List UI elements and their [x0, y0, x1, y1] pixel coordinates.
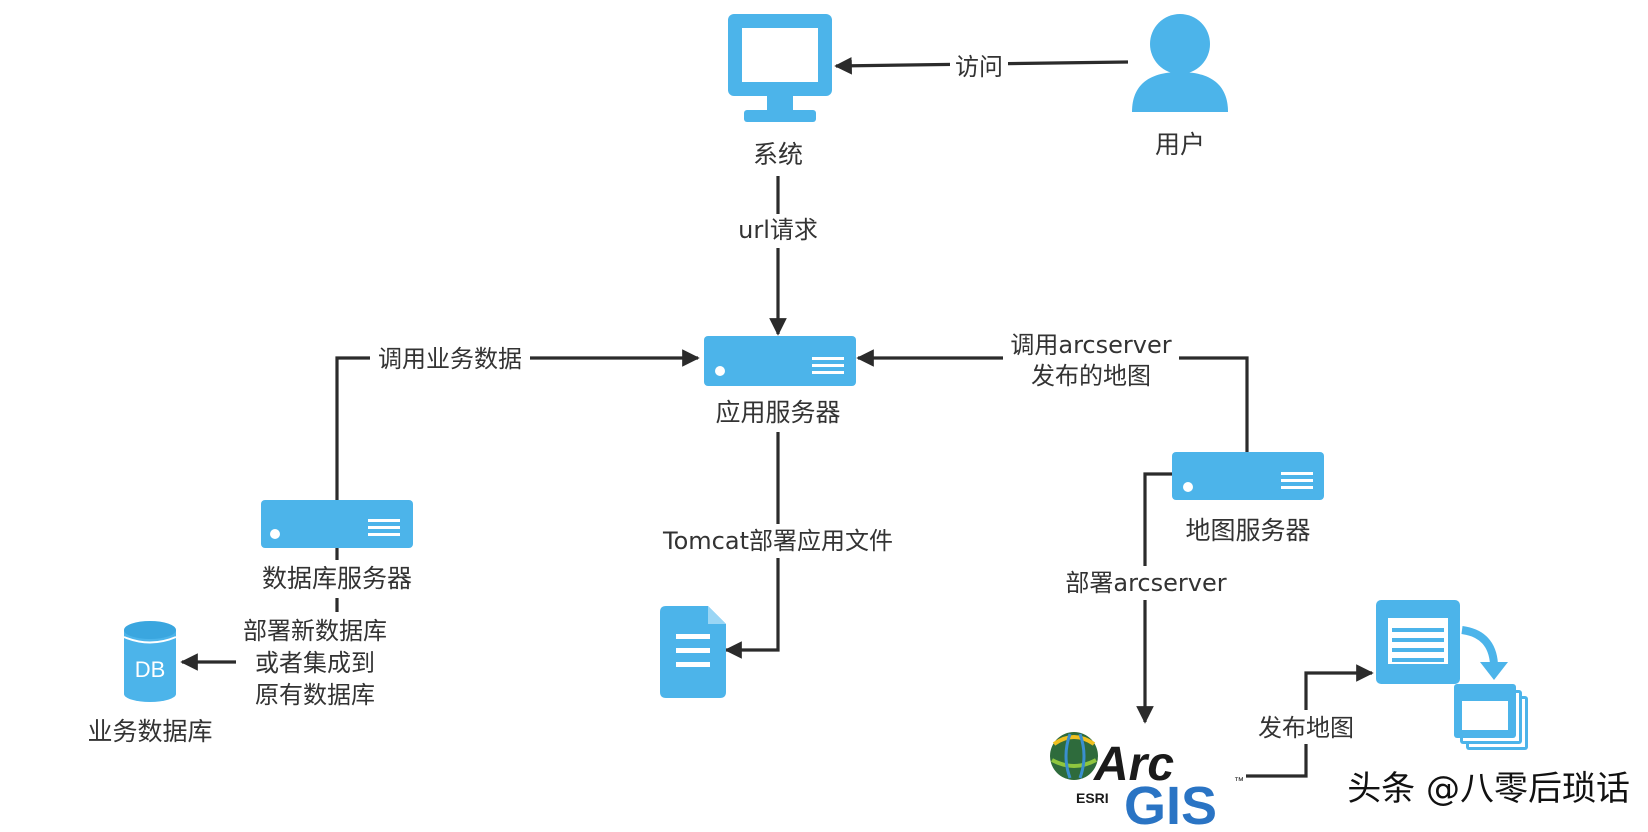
node-app-file — [660, 606, 726, 698]
server-icon — [704, 336, 856, 386]
server-icon — [261, 500, 413, 548]
edge-label-call-business-data: 调用业务数据 — [378, 345, 522, 373]
document-icon — [660, 606, 726, 698]
edge-label-call-arcserver-2: 发布的地图 — [1031, 362, 1151, 390]
edge-call-arcserver — [856, 349, 1249, 452]
user-icon — [1132, 14, 1228, 112]
edge-label-publish-map: 发布地图 — [1258, 714, 1354, 742]
edge-label-deploy-db-1: 部署新数据库 — [243, 617, 387, 645]
edge-label-url-request: url请求 — [738, 216, 818, 244]
watermark: 头条 @八零后琐话 — [1347, 769, 1630, 809]
node-label-business-db: 业务数据库 — [87, 717, 212, 746]
arcgis-logo-gis: GIS — [1124, 776, 1217, 832]
edge-label-call-arcserver-1: 调用arcserver — [1010, 331, 1171, 359]
publish-document-icon — [1376, 600, 1528, 750]
arcgis-logo-esri: ESRI — [1076, 790, 1109, 806]
database-icon-text: DB — [135, 657, 166, 682]
arcgis-logo: Arc ESRI GIS ™ — [1050, 732, 1244, 832]
edge-label-tomcat-deploy: Tomcat部署应用文件 — [662, 527, 893, 555]
node-system: 系统 — [728, 14, 832, 172]
node-label-db-server: 数据库服务器 — [262, 564, 412, 593]
arcgis-logo-tm: ™ — [1234, 776, 1244, 787]
node-published-map — [1376, 600, 1528, 750]
node-label-map-server: 地图服务器 — [1185, 516, 1310, 545]
edge-label-deploy-db-3: 原有数据库 — [255, 681, 375, 709]
arcgis-logo-arc: Arc — [1093, 738, 1174, 791]
monitor-icon — [728, 14, 832, 122]
edge-label-visit: 访问 — [955, 53, 1003, 81]
database-icon: DB — [123, 621, 177, 702]
node-label-system: 系统 — [753, 140, 803, 169]
node-user: 用户 — [1132, 14, 1228, 159]
edge-label-deploy-arcserver: 部署arcserver — [1065, 569, 1226, 597]
node-db-server: 数据库服务器 — [250, 500, 426, 598]
node-arcgis: Arc ESRI GIS ™ — [1050, 732, 1244, 832]
edge-tomcat-deploy — [724, 420, 780, 659]
server-icon — [1172, 452, 1324, 500]
node-label-user: 用户 — [1155, 130, 1205, 159]
node-business-db: DB 业务数据库 — [87, 621, 213, 746]
edge-label-deploy-db-2: 或者集成到 — [255, 649, 375, 677]
edge-call-business-data — [335, 349, 700, 500]
node-label-app-server: 应用服务器 — [715, 398, 840, 427]
edge-deploy-arcserver — [1136, 472, 1176, 724]
node-map-server: 地图服务器 — [1172, 452, 1324, 545]
node-app-server: 应用服务器 — [702, 336, 856, 432]
